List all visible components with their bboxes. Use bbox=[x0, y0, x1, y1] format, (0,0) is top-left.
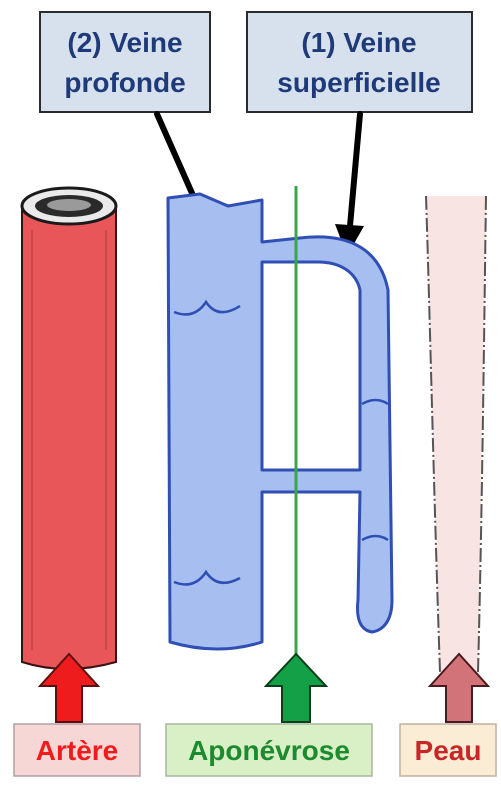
deep-vein-callout-line1: (2) Veine bbox=[67, 27, 182, 58]
skin-arrow bbox=[430, 654, 488, 722]
vein-system bbox=[168, 194, 392, 649]
artery-label-box: Artère bbox=[14, 724, 140, 776]
superficial-vein-pointer-arrow bbox=[335, 114, 364, 256]
aponeurosis-label: Aponévrose bbox=[188, 735, 350, 766]
superficial-vein-callout: (1) Veine superficielle bbox=[247, 12, 472, 112]
superficial-vein-callout-line2: superficielle bbox=[277, 67, 440, 98]
superficial-vein-callout-line1: (1) Veine bbox=[301, 27, 416, 58]
skin-layer bbox=[426, 196, 486, 672]
skin-label-box: Peau bbox=[400, 724, 496, 776]
aponeurosis-label-box: Aponévrose bbox=[166, 724, 372, 776]
vein-loop-gap bbox=[262, 262, 360, 470]
skin-label: Peau bbox=[415, 735, 482, 766]
deep-vein-callout: (2) Veine profonde bbox=[40, 12, 210, 112]
artery-tube bbox=[22, 188, 116, 669]
deep-vein-callout-line2: profonde bbox=[64, 67, 185, 98]
artery-label: Artère bbox=[36, 735, 118, 766]
aponeurosis-arrow bbox=[266, 654, 326, 722]
